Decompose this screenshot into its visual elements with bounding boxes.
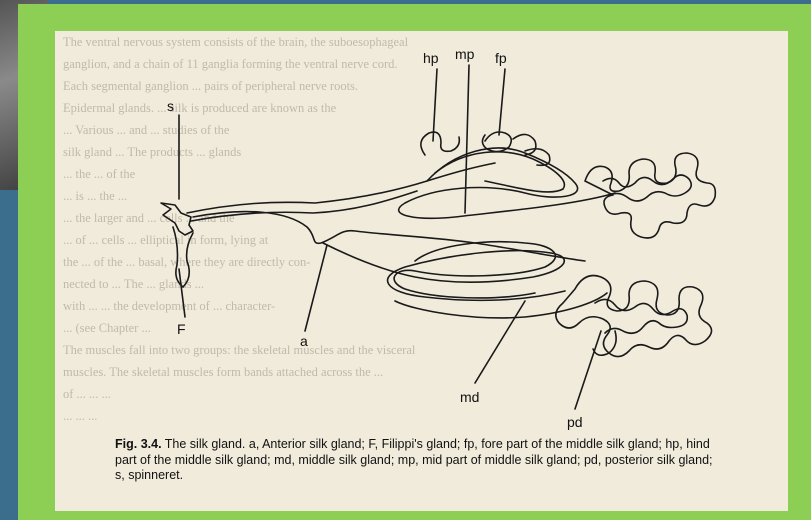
leader-a bbox=[305, 245, 327, 331]
posterior-gland-lower-coils bbox=[556, 276, 712, 357]
posterior-gland-upper-inner bbox=[603, 175, 691, 201]
leader-pd bbox=[575, 331, 601, 409]
caption-text: The silk gland. a, Anterior silk gland; … bbox=[115, 437, 713, 482]
scanned-page: The ventral nervous system consists of t… bbox=[55, 31, 788, 511]
leader-fp bbox=[499, 69, 505, 135]
label-s: s bbox=[167, 98, 174, 114]
leader-md bbox=[475, 301, 525, 383]
figure-caption: Fig. 3.4. The silk gland. a, Anterior si… bbox=[115, 437, 715, 484]
leader-mp bbox=[465, 65, 469, 213]
label-hp: hp bbox=[423, 50, 439, 66]
leader-F bbox=[179, 269, 185, 317]
figure-number: Fig. 3.4. bbox=[115, 437, 162, 451]
label-md: md bbox=[460, 389, 479, 405]
anterior-duct-main bbox=[193, 212, 585, 261]
leader-hp bbox=[433, 69, 437, 141]
anterior-duct-upper bbox=[187, 163, 495, 213]
middle-gland-loop-upper bbox=[399, 148, 615, 218]
spinneret-shape bbox=[161, 203, 193, 235]
filippis-gland-shape bbox=[173, 227, 193, 287]
label-fp: fp bbox=[495, 50, 507, 66]
label-mp: mp bbox=[455, 46, 475, 62]
hp-coil bbox=[421, 132, 460, 155]
posterior-gland-lower-inner bbox=[595, 299, 687, 333]
label-pd: pd bbox=[567, 414, 583, 430]
label-F: F bbox=[177, 321, 186, 337]
label-a: a bbox=[300, 333, 308, 349]
middle-gland-loop-upper-b bbox=[435, 152, 564, 192]
